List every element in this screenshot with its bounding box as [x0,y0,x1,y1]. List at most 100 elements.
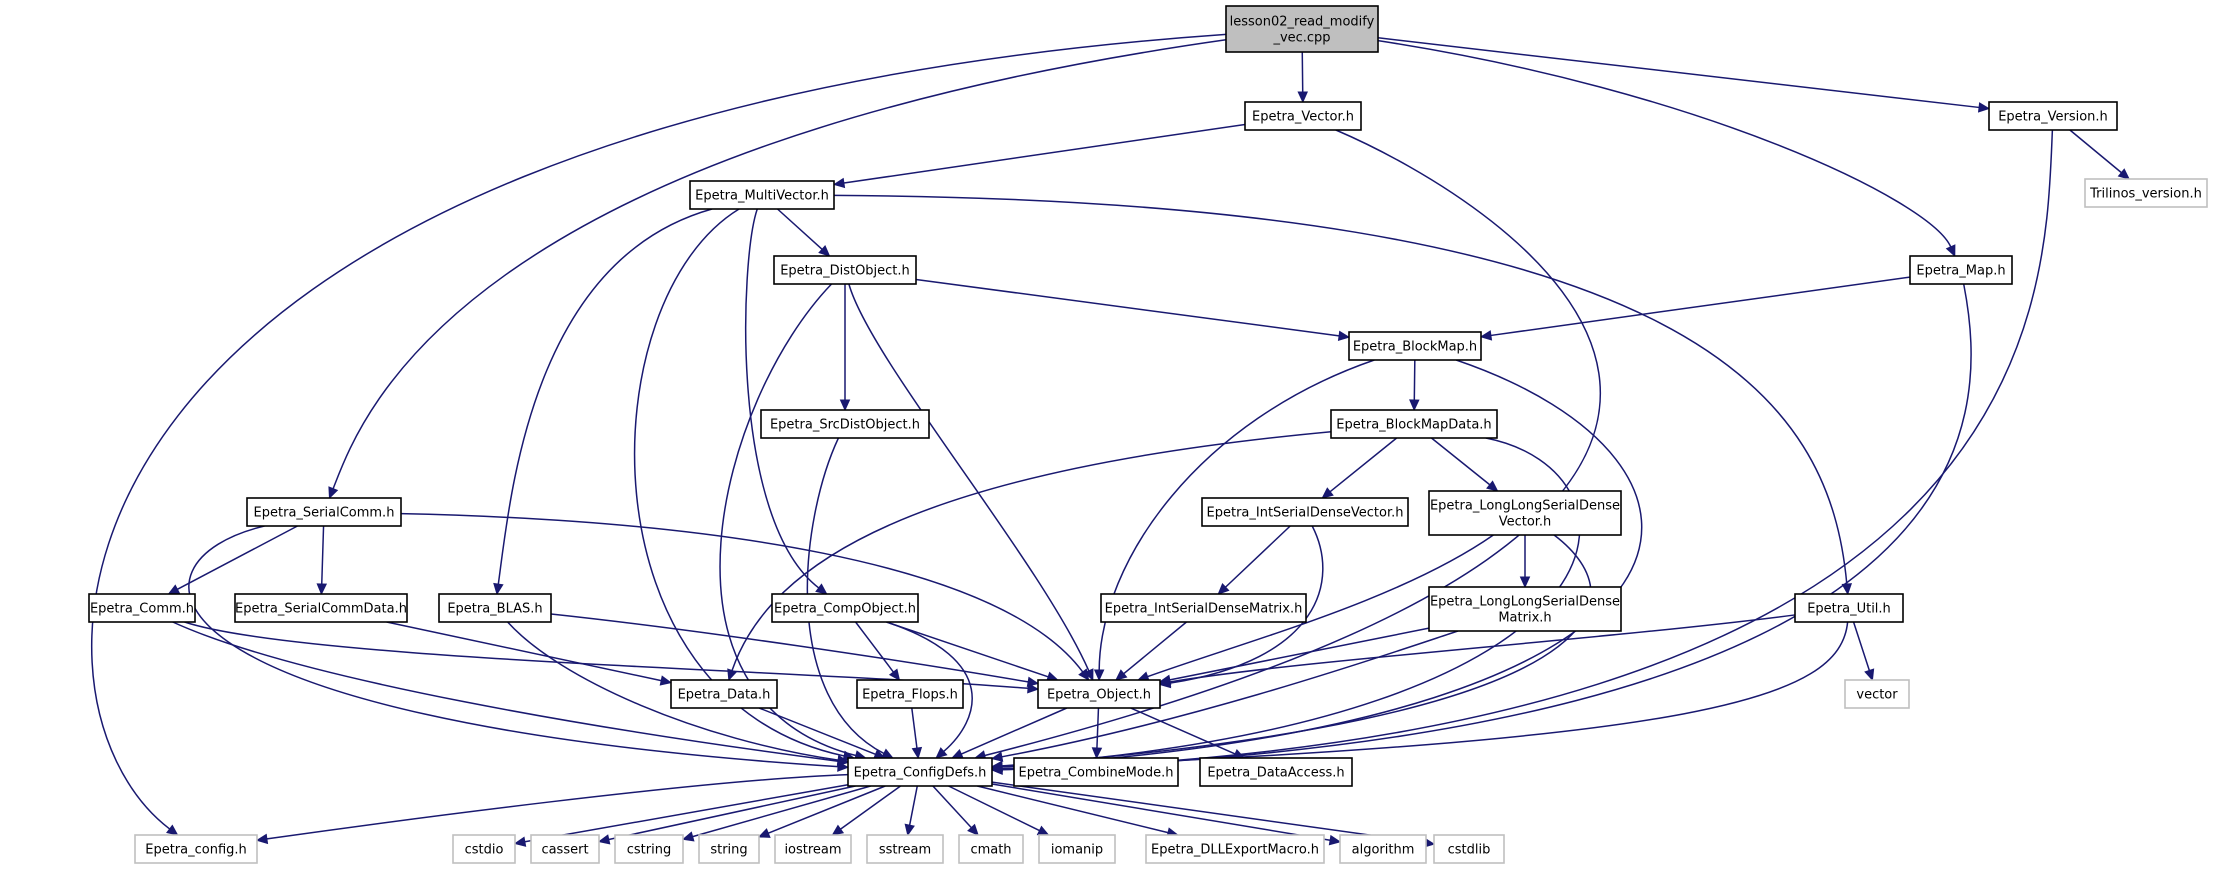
node-label: Epetra_Vector.h [1252,110,1354,125]
node-cstdlib[interactable]: cstdlib [1433,834,1505,864]
node-box[interactable] [2084,178,2208,208]
node-box[interactable] [438,593,552,623]
node-box[interactable] [760,409,930,439]
node-vectorstd[interactable]: vector [1844,679,1910,709]
node-box[interactable] [134,834,258,864]
node-box[interactable] [1037,679,1161,709]
node-util[interactable]: Epetra_Util.h [1794,593,1904,623]
edge-multivector-to-blas [497,208,713,585]
node-box[interactable] [1244,101,1362,131]
node-label: Matrix.h [1498,611,1551,626]
node-config[interactable]: Epetra_config.h [134,834,258,864]
node-label: cstdio [465,843,504,858]
node-box[interactable] [530,834,600,864]
node-box[interactable] [1100,593,1307,623]
edge-comm-to-configdefs [172,621,839,762]
node-box[interactable] [452,834,516,864]
node-data[interactable]: Epetra_Data.h [670,679,778,709]
node-box[interactable] [774,834,852,864]
node-compobject[interactable]: Epetra_CompObject.h [771,593,919,623]
arrowhead-blas-to-configdefs [836,754,850,766]
node-serialcomm[interactable]: Epetra_SerialComm.h [246,497,402,527]
node-combinemode[interactable]: Epetra_CombineMode.h [1013,757,1179,787]
node-root[interactable]: lesson02_read_modify_vec.cpp [1225,5,1379,53]
node-box[interactable] [1201,497,1409,527]
node-box[interactable] [771,593,919,623]
node-box[interactable] [246,497,402,527]
arrowhead-multivector-to-distobject [818,245,831,257]
node-box[interactable] [773,255,917,285]
node-box[interactable] [234,593,408,623]
node-map[interactable]: Epetra_Map.h [1909,255,2013,285]
arrowhead-multivector-to-blas [493,582,504,596]
edge-blockmapdata-to-data [731,430,1332,671]
node-vector[interactable]: Epetra_Vector.h [1244,101,1362,131]
edge-configdefs-to-sstream [908,785,919,826]
node-configdefs[interactable]: Epetra_ConfigDefs.h [847,757,993,787]
node-box[interactable] [1433,834,1505,864]
node-blockmapdata[interactable]: Epetra_BlockMapData.h [1330,409,1498,439]
node-box[interactable] [88,593,196,623]
arrowhead-map-to-blockmap [1479,330,1493,341]
node-cassert[interactable]: cassert [530,834,600,864]
node-blas[interactable]: Epetra_BLAS.h [438,593,552,623]
node-box[interactable] [1428,586,1622,632]
node-box[interactable] [958,834,1024,864]
node-box[interactable] [856,679,964,709]
node-box[interactable] [1428,490,1622,536]
node-box[interactable] [1225,5,1379,53]
node-cstring[interactable]: cstring [614,834,684,864]
node-box[interactable] [1038,834,1116,864]
arrowhead-root-to-config [166,824,179,836]
node-box[interactable] [866,834,944,864]
node-flops[interactable]: Epetra_Flops.h [856,679,964,709]
node-distobject[interactable]: Epetra_DistObject.h [773,255,917,285]
node-label: Epetra_SrcDistObject.h [770,418,920,433]
arrowhead-vector-to-multivector [832,177,846,189]
node-multivector[interactable]: Epetra_MultiVector.h [689,180,835,210]
node-blockmap[interactable]: Epetra_BlockMap.h [1348,331,1482,361]
node-intsdm[interactable]: Epetra_IntSerialDenseMatrix.h [1100,593,1307,623]
node-srcdistobject[interactable]: Epetra_SrcDistObject.h [760,409,930,439]
arrowhead-multivector-to-util [1841,583,1853,596]
node-box[interactable] [1330,409,1498,439]
node-sstream[interactable]: sstream [866,834,944,864]
node-box[interactable] [1145,834,1325,864]
node-box[interactable] [1348,331,1482,361]
node-box[interactable] [689,180,835,210]
node-object[interactable]: Epetra_Object.h [1037,679,1161,709]
node-string[interactable]: string [698,834,760,864]
node-algorithm[interactable]: algorithm [1339,834,1427,864]
arrowhead-object-to-configdefs [951,748,964,759]
node-box[interactable] [698,834,760,864]
node-serialcommdata[interactable]: Epetra_SerialCommData.h [234,593,408,623]
node-box[interactable] [614,834,684,864]
node-box[interactable] [1794,593,1904,623]
node-cstdio[interactable]: cstdio [452,834,516,864]
node-iostream[interactable]: iostream [774,834,852,864]
node-box[interactable] [1013,757,1179,787]
node-box[interactable] [670,679,778,709]
arrowhead-serialcommdata-to-data [659,675,673,686]
node-version[interactable]: Epetra_Version.h [1988,101,2118,131]
node-dllexport[interactable]: Epetra_DLLExportMacro.h [1145,834,1325,864]
node-label: iostream [784,843,841,858]
edge-root-to-version [1377,37,1980,109]
node-cmath[interactable]: cmath [958,834,1024,864]
node-label: vector [1856,688,1898,703]
node-box[interactable] [1339,834,1427,864]
node-trilinos[interactable]: Trilinos_version.h [2084,178,2208,208]
node-intsdv[interactable]: Epetra_IntSerialDenseVector.h [1201,497,1409,527]
node-box[interactable] [1199,757,1353,787]
node-dataaccess[interactable]: Epetra_DataAccess.h [1199,757,1353,787]
node-iomanip[interactable]: iomanip [1038,834,1116,864]
node-box[interactable] [1909,255,2013,285]
node-comm[interactable]: Epetra_Comm.h [88,593,196,623]
edge-vector-to-configdefs [984,129,1601,757]
node-box[interactable] [1844,679,1910,709]
node-box[interactable] [847,757,993,787]
edge-serialcomm-to-serialcommdata [321,525,325,585]
node-box[interactable] [1988,101,2118,131]
